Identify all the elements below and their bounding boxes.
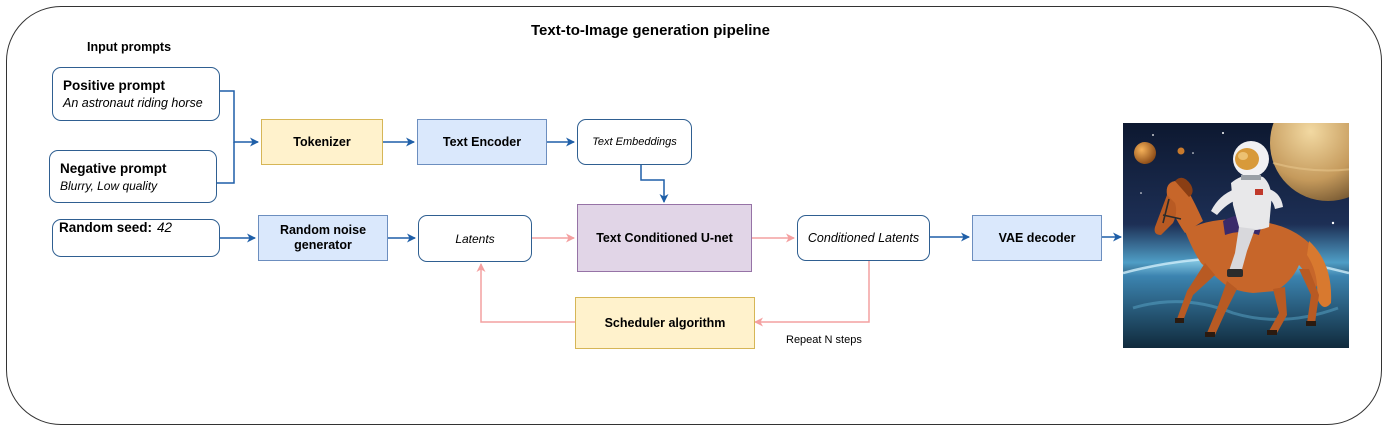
scheduler-label: Scheduler algorithm xyxy=(604,316,726,330)
arrow-positive-to-tokenizer xyxy=(219,90,259,147)
conditioned-latents-box: Conditioned Latents xyxy=(797,215,930,261)
positive-prompt-box: Positive prompt An astronaut riding hors… xyxy=(52,67,220,121)
text-encoder-box: Text Encoder xyxy=(417,119,547,165)
latents-box: Latents xyxy=(418,215,532,262)
negative-prompt-label: Negative prompt xyxy=(60,160,167,176)
random-seed-label: Random seed: xyxy=(59,220,153,235)
generated-image xyxy=(1123,123,1349,348)
negative-prompt-box: Negative prompt Blurry, Low quality xyxy=(49,150,217,203)
input-prompts-label: Input prompts xyxy=(87,40,172,54)
text-encoder-label: Text Encoder xyxy=(442,135,522,149)
unet-box: Text Conditioned U-net xyxy=(577,204,752,272)
arrow-condlatents-to-scheduler xyxy=(754,260,870,327)
negative-prompt-value: Blurry, Low quality xyxy=(60,178,158,193)
latents-label: Latents xyxy=(455,231,495,246)
positive-prompt-value: An astronaut riding horse xyxy=(63,96,203,110)
text-embeddings-box: Text Embeddings xyxy=(577,119,692,165)
tokenizer-box: Tokenizer xyxy=(261,119,383,165)
random-noise-generator-box: Random noise generator xyxy=(258,215,388,261)
conditioned-latents-label: Conditioned Latents xyxy=(807,231,920,245)
random-noise-generator-label-line1: Random noise xyxy=(279,223,367,237)
tokenizer-label: Tokenizer xyxy=(293,135,351,149)
random-seed-value: 42 xyxy=(157,220,173,235)
text-embeddings-label: Text Embeddings xyxy=(592,136,677,148)
repeat-steps-label: Repeat N steps xyxy=(786,334,862,346)
vae-decoder-label: VAE decoder xyxy=(998,231,1076,245)
random-seed-box: Random seed: 42 xyxy=(52,219,220,257)
arrow-embeddings-to-unet xyxy=(640,165,669,203)
arrow-negative-to-tokenizer xyxy=(216,142,235,184)
scheduler-box: Scheduler algorithm xyxy=(575,297,755,349)
random-noise-generator-label-line2: generator xyxy=(294,238,352,252)
arrow-scheduler-to-latents xyxy=(476,263,575,323)
vae-decoder-box: VAE decoder xyxy=(972,215,1102,261)
unet-label: Text Conditioned U-net xyxy=(596,231,733,245)
diagram-title: Text-to-Image generation pipeline xyxy=(531,22,770,39)
positive-prompt-label: Positive prompt xyxy=(63,78,166,93)
